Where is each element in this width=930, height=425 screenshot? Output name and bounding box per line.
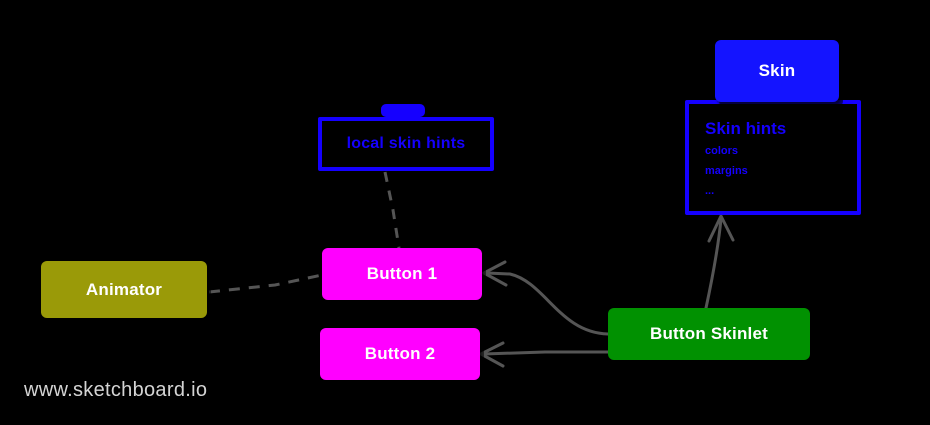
edge-button-skinlet-to-button1 [485,271,610,336]
node-button-skinlet-label: Button Skinlet [649,324,768,343]
arrowhead-skin-hints [707,214,735,243]
edge-button-skinlet-to-button2 [482,350,610,356]
skin-hints-item-ellipsis: ... [705,185,715,197]
node-skin-label: Skin [758,61,796,80]
skin-hints-title: Skin hints [705,119,787,138]
node-skin[interactable]: Skin [715,40,839,102]
watermark-sketchboard: www.sketchboard.io [24,379,208,401]
node-local-skin-hints[interactable]: local skin hints [318,117,494,171]
arrowhead-button2 [479,341,505,368]
node-local-skin-hints-label: local skin hints [346,135,466,152]
local-skin-hints-tab-icon [381,104,425,117]
node-skin-hints[interactable]: Skin hints colors margins ... [685,100,861,215]
edge-button-skinlet-to-skin-hints [704,217,723,310]
node-button-2[interactable]: Button 2 [320,328,480,380]
skin-hints-item-margins: margins [705,165,748,177]
node-button-1[interactable]: Button 1 [322,248,482,300]
node-animator[interactable]: Animator [41,261,207,318]
edge-local-skin-hints-to-button1 [383,171,401,249]
node-animator-label: Animator [85,279,163,299]
edge-animator-to-button1 [208,273,323,294]
node-button-skinlet[interactable]: Button Skinlet [608,308,810,360]
node-button-1-label: Button 1 [366,264,438,283]
arrowhead-button1 [482,260,508,287]
skin-hints-item-colors: colors [705,145,739,157]
node-button-2-label: Button 2 [364,344,436,363]
